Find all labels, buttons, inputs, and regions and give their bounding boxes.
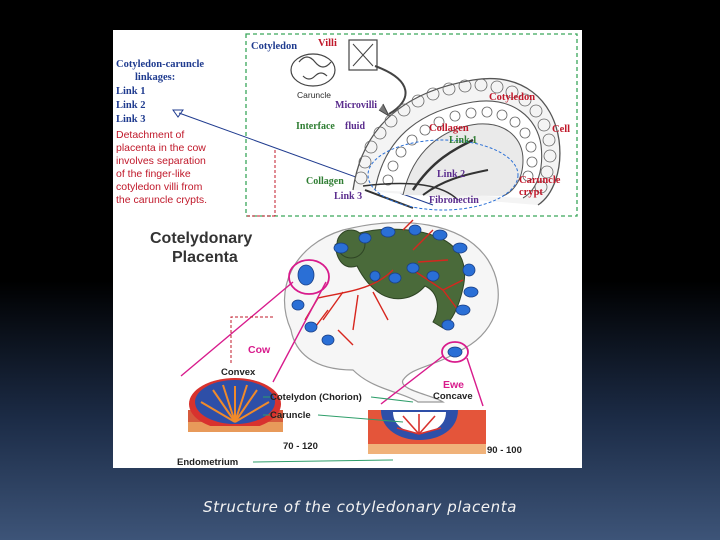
label-villi: Villi [318, 38, 337, 49]
pointer-arrowhead [172, 109, 184, 118]
label-cow: Cow [248, 344, 271, 356]
linkages-title-2: linkages: [135, 72, 175, 83]
note-line-3: involves separation [116, 155, 206, 167]
label-caruncle: Caruncle [270, 410, 311, 421]
label-fibronectin: Fibronectin [429, 195, 479, 206]
cow-pointer-b [272, 281, 327, 383]
cow-pointer-a [180, 281, 294, 377]
note-line-5: cotyledon villi from [116, 181, 203, 193]
label-link2-micro: Link 2 [437, 169, 465, 180]
inset-link-2: Link 2 [116, 100, 145, 111]
label-microvilli: Microvilli [335, 100, 377, 111]
note-line-2: placenta in the cow [116, 142, 206, 154]
linkages-title-1: Cotyledon-caruncle [116, 59, 204, 70]
label-range-cow: 70 - 120 [283, 441, 318, 452]
cow-placentome [188, 378, 283, 432]
label-cotyledon-chorion: Cotelydon (Chorion) [270, 392, 362, 403]
note-line-4: of the finger-like [116, 168, 191, 180]
label-collagen-left: Collagen [306, 176, 344, 187]
uterus-illustration [283, 219, 499, 403]
endometrium-pointer [252, 459, 394, 463]
label-fluid: fluid [345, 121, 365, 132]
label-interface: Interface [296, 121, 335, 132]
ewe-highlight [441, 341, 469, 363]
ewe-pointer-b [466, 357, 484, 407]
label-caruncle-crypt-2: crypt [519, 187, 543, 198]
slide-caption: Structure of the cotyledonary placenta [202, 498, 517, 516]
label-collagen-right: Collagen [429, 123, 469, 134]
caruncle-pointer-ewe [317, 414, 404, 423]
note-line-6: the caruncle crypts. [116, 194, 207, 206]
label-range-ewe: 90 - 100 [487, 445, 522, 456]
label-concave: Concave [433, 391, 473, 402]
label-link3-micro: Link 3 [334, 191, 362, 202]
note-line-1: Detachment of [116, 129, 184, 141]
ewe-pointer-a [380, 355, 444, 405]
label-cotyledon-top: Cotyledon [251, 41, 297, 52]
villi-sketch [290, 39, 407, 118]
ewe-placentome [368, 410, 486, 454]
label-convex: Convex [221, 367, 256, 378]
label-cotyledon-right: Cotyledon [489, 92, 535, 103]
inset-link-3: Link 3 [116, 114, 145, 125]
red-connector-2 [230, 316, 273, 365]
inset-link-1: Link 1 [116, 86, 145, 97]
diagram-panel: Cotyledon-caruncle linkages: Link 1 Link… [113, 30, 582, 468]
red-connector [246, 150, 276, 217]
label-link1-micro: Link 1 [449, 135, 477, 146]
diagram-svg: Cotyledon-caruncle linkages: Link 1 Link… [116, 33, 578, 468]
chorion-pointer-ewe [370, 396, 414, 403]
label-caruncle-crypt-1: Caruncle [519, 175, 561, 186]
label-ewe: Ewe [443, 379, 464, 391]
placenta-title-1: Cotelydonary [150, 230, 252, 247]
inset-box [245, 33, 578, 217]
label-caruncle-small: Caruncle [297, 90, 331, 100]
label-cell: Cell [552, 124, 570, 135]
cow-highlight [288, 259, 330, 295]
placenta-title-2: Placenta [172, 249, 238, 266]
label-endometrium: Endometrium [177, 457, 238, 468]
cell-arch [352, 78, 561, 211]
